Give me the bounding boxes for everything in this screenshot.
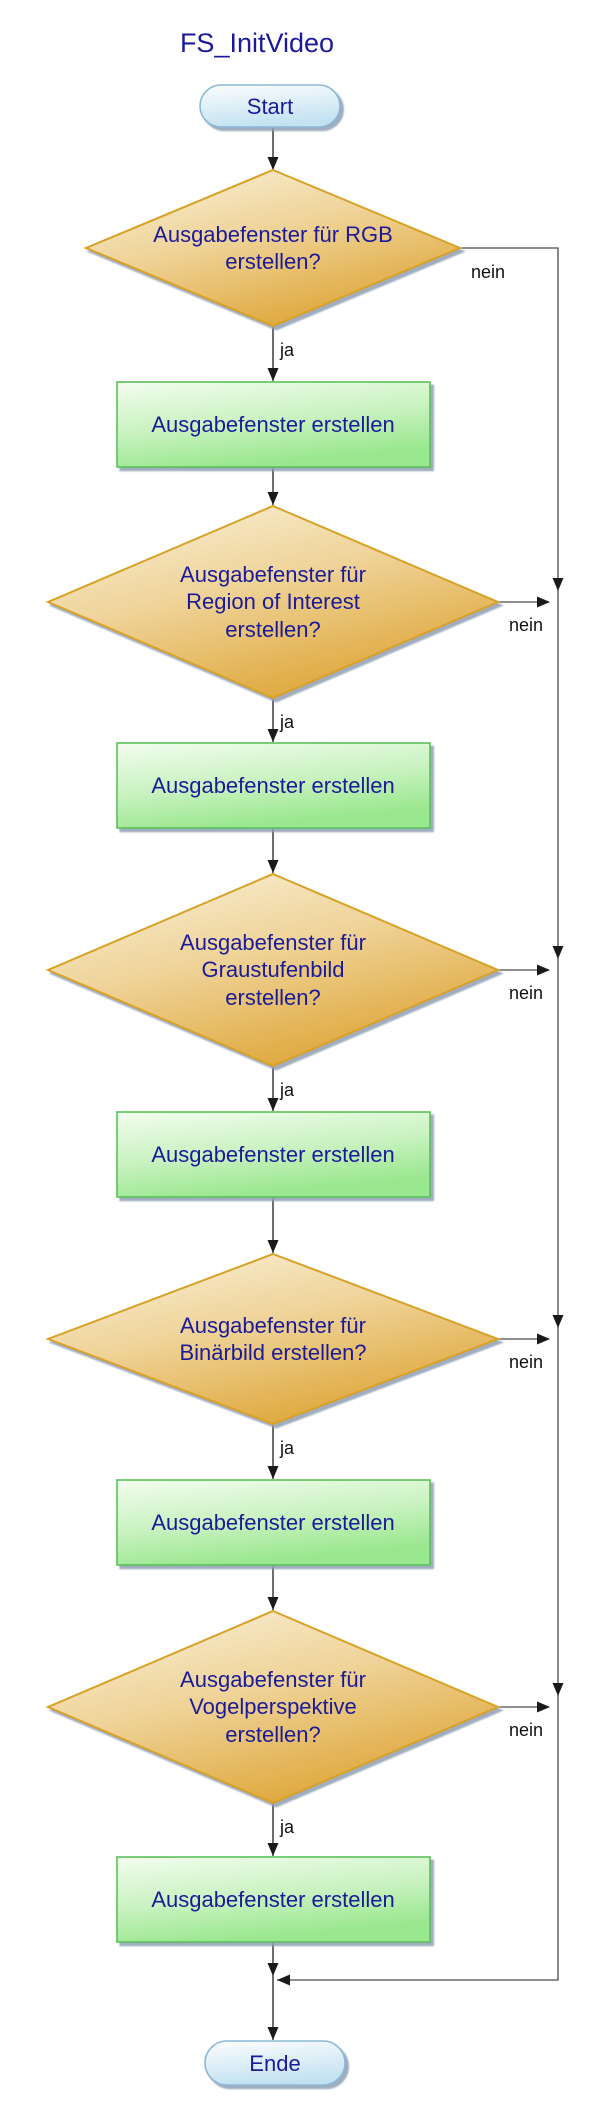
arrowhead-into-process-5 (267, 1843, 279, 1856)
decision-region-of-interest-shape (45, 504, 501, 700)
yes-label-1: ja (279, 340, 295, 360)
decision-graustufenbild (45, 872, 501, 1068)
process-create-window-3 (116, 1111, 431, 1198)
end-node-shape (204, 2040, 346, 2086)
no-label-1: nein (471, 262, 505, 282)
process-create-window-5 (116, 1856, 431, 1943)
arrowhead-loop-down-5 (552, 1683, 564, 1696)
arrowhead-into-end (267, 2027, 279, 2040)
arrowhead-into-decision-1 (267, 157, 279, 170)
arrowhead-into-decision-2 (267, 492, 279, 505)
decision-binaerbild-shape (45, 1252, 501, 1426)
decision-graustufenbild-label: Ausgabefenster für Graustufenbild erstel… (180, 929, 366, 1010)
diagram-title: FS_InitVideo (180, 28, 334, 58)
arrowhead-into-decision-3 (267, 860, 279, 873)
arrowhead-into-decision-4 (267, 1240, 279, 1253)
arrowhead-into-process-2 (267, 729, 279, 742)
decision-vogelperspektive-label-box: Ausgabefenster für Vogelperspektive erst… (180, 1666, 366, 1747)
yes-label-5: ja (279, 1817, 295, 1837)
decision-rgb (83, 168, 463, 328)
no-label-4: nein (509, 1352, 543, 1372)
arrowhead-merge-left (277, 1974, 290, 1986)
yes-label-4: ja (279, 1438, 295, 1458)
decision-graustufenbild-shape (45, 872, 501, 1068)
start-node (199, 84, 341, 128)
start-node-label: Start (247, 94, 293, 119)
decision-binaerbild-label: Ausgabefenster für Binärbild erstellen? (179, 1312, 367, 1366)
process-create-window-4 (116, 1479, 431, 1566)
decision-region-of-interest (45, 504, 501, 700)
arrowhead-into-process-3 (267, 1098, 279, 1111)
arrowhead-loop-right-5 (537, 1701, 550, 1713)
end-node (204, 2040, 346, 2086)
start-node-shape (199, 84, 341, 128)
process-create-window-1-label: Ausgabefenster erstellen (151, 412, 394, 437)
arrowhead-loop-right-2 (537, 596, 550, 608)
arrowhead-before-merge (267, 1963, 279, 1976)
decision-vogelperspektive (45, 1609, 501, 1805)
decision-vogelperspektive-shape (45, 1609, 501, 1805)
arrowhead-into-decision-5 (267, 1597, 279, 1610)
arrowhead-loop-down-2 (552, 578, 564, 591)
arrowheads (267, 157, 564, 2040)
decision-region-of-interest-label: Ausgabefenster für Region of Interest er… (180, 561, 366, 642)
end-node-label: Ende (249, 2051, 300, 2076)
arrowhead-loop-right-3 (537, 964, 550, 976)
process-create-window-5-label: Ausgabefenster erstellen (151, 1887, 394, 1912)
process-create-window-5-shape (116, 1856, 431, 1943)
yes-label-3: ja (279, 1080, 295, 1100)
decision-rgb-shape (83, 168, 463, 328)
decision-graustufenbild-label-box: Ausgabefenster für Graustufenbild erstel… (180, 929, 366, 1010)
no-branch-loop-line (277, 247, 559, 1981)
yes-label-2: ja (279, 712, 295, 732)
decision-vogelperspektive-label: Ausgabefenster für Vogelperspektive erst… (180, 1666, 366, 1747)
no-label-5: nein (509, 1720, 543, 1740)
process-create-window-3-label: Ausgabefenster erstellen (151, 1142, 394, 1167)
decision-binaerbild-label-box: Ausgabefenster für Binärbild erstellen? (179, 1312, 367, 1366)
process-create-window-3-shape (116, 1111, 431, 1198)
no-label-2: nein (509, 615, 543, 635)
arrowhead-loop-down-3 (552, 946, 564, 959)
process-create-window-2 (116, 742, 431, 829)
decision-region-of-interest-label-box: Ausgabefenster für Region of Interest er… (180, 561, 366, 642)
process-create-window-1 (116, 381, 431, 468)
no-label-3: nein (509, 983, 543, 1003)
process-create-window-2-label: Ausgabefenster erstellen (151, 773, 394, 798)
arrowhead-into-process-1 (267, 368, 279, 381)
process-create-window-4-shape (116, 1479, 431, 1566)
process-create-window-2-shape (116, 742, 431, 829)
decision-rgb-label: Ausgabefenster für RGB erstellen? (153, 221, 393, 275)
process-create-window-4-label: Ausgabefenster erstellen (151, 1510, 394, 1535)
process-create-window-1-shape (116, 381, 431, 468)
arrowhead-loop-right-4 (537, 1333, 550, 1345)
arrowhead-loop-down-4 (552, 1315, 564, 1328)
decision-binaerbild (45, 1252, 501, 1426)
connector-lines (272, 127, 559, 2040)
decision-rgb-label-box: Ausgabefenster für RGB erstellen? (153, 221, 393, 275)
arrowhead-into-process-4 (267, 1466, 279, 1479)
